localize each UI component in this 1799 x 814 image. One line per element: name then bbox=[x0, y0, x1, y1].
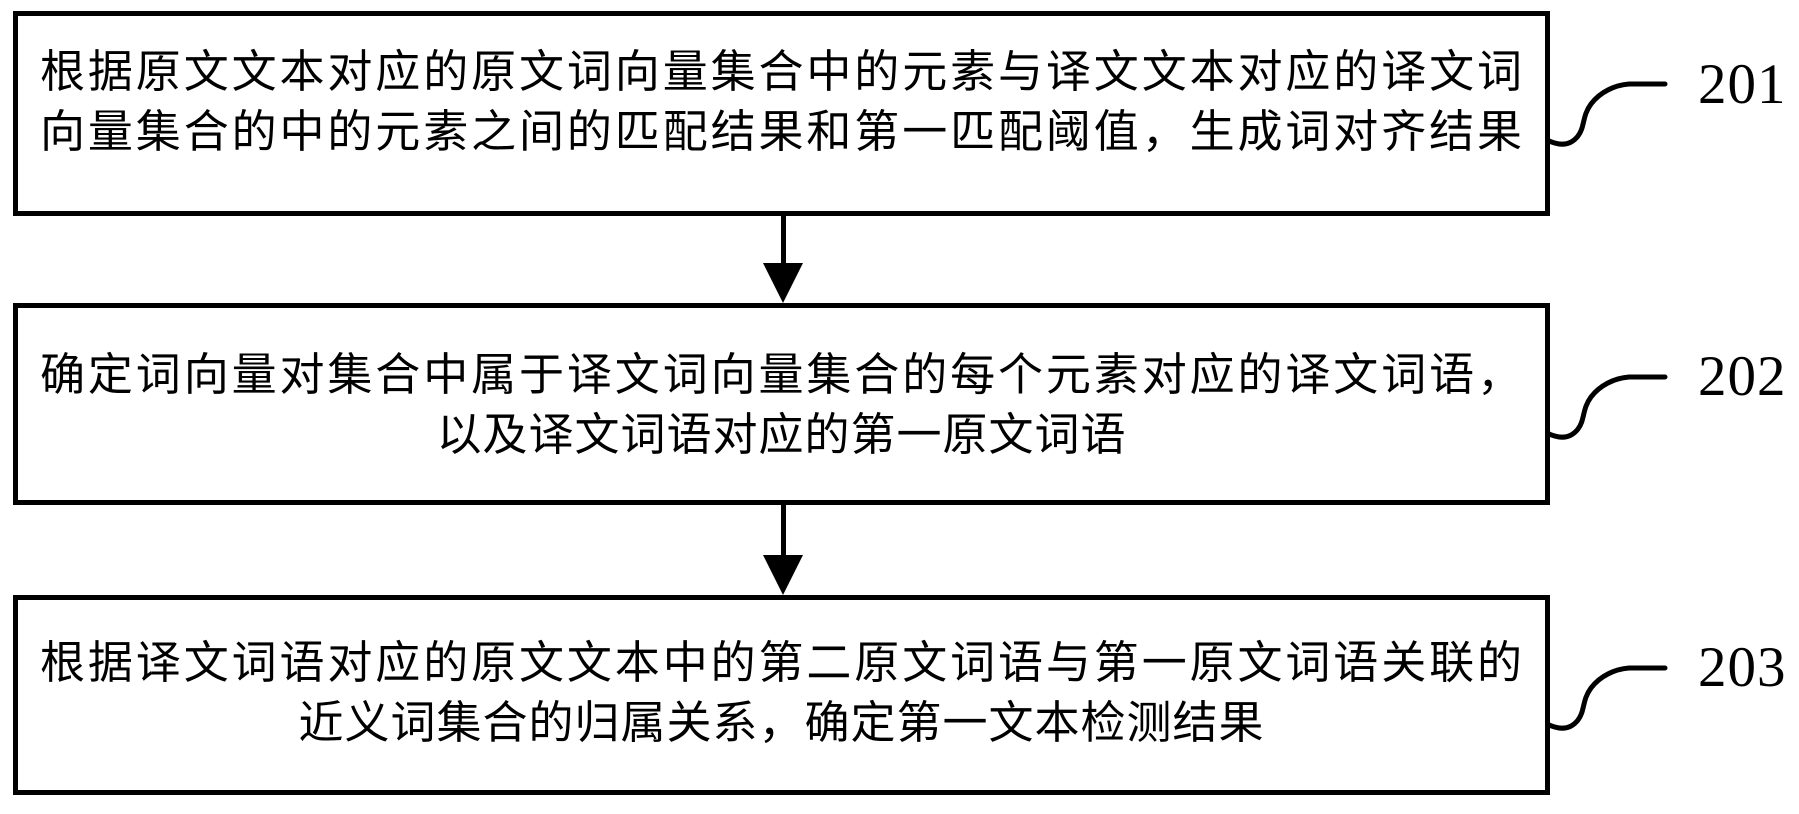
reference-number-203: 203 bbox=[1698, 636, 1787, 699]
reference-squiggle-201 bbox=[1547, 81, 1668, 147]
step-box-203: 根据译文词语对应的原文文本中的第二原文词语与第一原文词语关联的 近义词集合的归属… bbox=[13, 595, 1550, 795]
down-arrow-icon bbox=[761, 216, 805, 303]
step-203-line-1: 根据译文词语对应的原文文本中的第二原文词语与第一原文词语关联的 bbox=[40, 638, 1523, 688]
step-box-202: 确定词向量对集合中属于译文词向量集合的每个元素对应的译文词语， 以及译文词语对应… bbox=[13, 303, 1550, 505]
step-203-line-2: 近义词集合的归属关系，确定第一文本检测结果 bbox=[298, 698, 1265, 748]
reference-squiggle-202 bbox=[1547, 374, 1668, 440]
step-201-line-1: 根据原文文本对应的原文词向量集合中的元素与译文文本对应的译文词 bbox=[40, 47, 1523, 97]
down-arrow-icon bbox=[761, 505, 805, 595]
step-202-line-2: 以及译文词语对应的第一原文词语 bbox=[436, 410, 1127, 460]
arrow-head bbox=[763, 555, 803, 595]
arrow-stem bbox=[780, 216, 786, 263]
step-201-line-2: 向量集合的中的元素之间的匹配结果和第一匹配阈值，生成词对齐结果 bbox=[40, 107, 1523, 157]
arrow-stem bbox=[780, 505, 786, 555]
arrow-head bbox=[763, 263, 803, 303]
reference-number-201: 201 bbox=[1698, 53, 1787, 116]
step-202-text: 确定词向量对集合中属于译文词向量集合的每个元素对应的译文词语， 以及译文词语对应… bbox=[18, 345, 1545, 465]
step-201-text: 根据原文文本对应的原文词向量集合中的元素与译文文本对应的译文词 向量集合的中的元… bbox=[18, 42, 1545, 162]
step-202-line-1: 确定词向量对集合中属于译文词向量集合的每个元素对应的译文词语， bbox=[40, 350, 1523, 400]
reference-squiggle-203 bbox=[1547, 665, 1668, 731]
step-203-text: 根据译文词语对应的原文文本中的第二原文词语与第一原文词语关联的 近义词集合的归属… bbox=[18, 633, 1545, 753]
step-box-201: 根据原文文本对应的原文词向量集合中的元素与译文文本对应的译文词 向量集合的中的元… bbox=[13, 11, 1550, 216]
reference-number-202: 202 bbox=[1698, 345, 1787, 408]
